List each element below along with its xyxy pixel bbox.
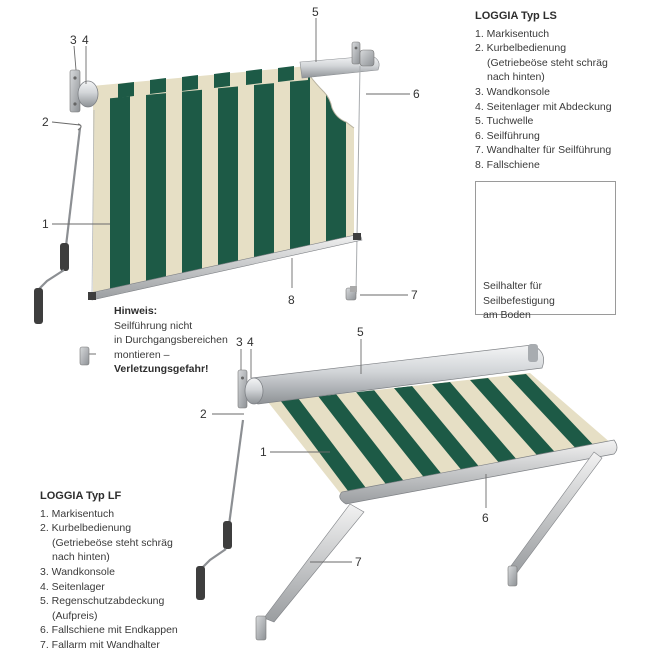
awning-lf-illustration <box>196 344 618 641</box>
ls-marker-7: 7 <box>411 288 418 302</box>
ls-number-markers: 5 3 4 2 1 6 8 7 <box>42 5 420 307</box>
safety-note-line: montieren – <box>114 348 170 361</box>
ls-legend-item: 5. Tuchwelle <box>475 115 534 128</box>
ls-crank-handle-icon <box>34 123 82 324</box>
lf-legend: LOGGIA Typ LF 1. Markisentuch 2. Kurbelb… <box>40 489 178 653</box>
leader-lines <box>51 18 487 563</box>
safety-note-line: in Durchgangsbereichen <box>114 334 228 347</box>
lf-legend-item: (Getriebeöse steht schräg <box>52 536 173 549</box>
awning-ls-illustration <box>34 41 380 366</box>
lf-legend-item: 1. Markisentuch <box>40 507 115 520</box>
lf-marker-3: 3 <box>236 335 243 349</box>
lf-legend-item: 7. Fallarm mit Wandhalter <box>40 638 160 651</box>
lf-marker-4: 4 <box>247 335 254 349</box>
lf-fall-arm-icon <box>255 451 603 641</box>
ls-legend-item: 1. Markisentuch <box>475 27 550 40</box>
lf-drop-rail <box>339 439 618 505</box>
ls-legend: LOGGIA Typ LS 1. Markisentuch 2. Kurbelb… <box>475 9 612 173</box>
ls-legend-item: 8. Fallschiene <box>475 158 540 171</box>
rope-holder-callout: Seilhalter für Seilbefestigung am Boden <box>475 181 616 321</box>
ls-marker-1: 1 <box>42 217 49 231</box>
ls-marker-4: 4 <box>82 33 89 47</box>
lf-legend-item: (Aufpreis) <box>52 609 98 622</box>
lf-legend-item: nach hinten) <box>52 551 110 564</box>
ls-legend-item: 2. Kurbelbedienung <box>475 42 567 55</box>
ls-wall-holder-icon <box>345 286 357 301</box>
ls-legend-item: 6. Seilführung <box>475 129 540 142</box>
safety-note-warning: Verletzungsgefahr! <box>114 363 209 376</box>
lf-number-markers: 5 3 4 2 1 6 7 <box>200 325 489 569</box>
ls-marker-8: 8 <box>288 293 295 307</box>
ls-legend-item: (Getriebeöse steht schräg <box>487 56 608 69</box>
callout-caption-line: am Boden <box>483 309 531 322</box>
ls-marker-5: 5 <box>312 5 319 19</box>
callout-caption: Seilhalter für Seilbefestigung am Boden <box>483 279 615 323</box>
lf-marker-7: 7 <box>355 555 362 569</box>
ls-legend-item: 3. Wandkonsole <box>475 85 550 98</box>
ls-marker-2: 2 <box>42 115 49 129</box>
lf-crank-handle-icon <box>196 419 245 600</box>
ls-marker-6: 6 <box>413 87 420 101</box>
ls-legend-item: 4. Seitenlager mit Abdeckung <box>475 100 612 113</box>
lf-marker-5: 5 <box>357 325 364 339</box>
lf-legend-item: 2. Kurbelbedienung <box>40 522 132 535</box>
lf-marker-1: 1 <box>260 445 267 459</box>
ls-side-bearing-icon <box>77 80 99 108</box>
ls-legend-title: LOGGIA Typ LS <box>475 10 557 22</box>
lf-legend-item: 5. Regenschutzabdeckung <box>40 595 165 608</box>
ls-marker-3: 3 <box>70 33 77 47</box>
lf-side-bearing-icon <box>244 377 264 405</box>
ls-legend-item: nach hinten) <box>487 71 545 84</box>
lf-legend-item: 6. Fallschiene mit Endkappen <box>40 624 178 637</box>
ls-rope-guide <box>355 65 361 295</box>
lf-marker-6: 6 <box>482 511 489 525</box>
lf-legend-item: 3. Wandkonsole <box>40 565 115 578</box>
ls-fabric-stripes <box>93 76 354 296</box>
lf-legend-title: LOGGIA Typ LF <box>40 490 122 502</box>
ls-legend-item: 7. Wandhalter für Seilführung <box>475 144 612 157</box>
safety-note: Hinweis: Seilführung nicht in Durchgangs… <box>114 304 228 377</box>
lf-legend-item: 4. Seitenlager <box>40 580 105 593</box>
callout-caption-line: Seilhalter für Seilbefestigung <box>483 280 555 307</box>
safety-note-line: Seilführung nicht <box>114 319 193 332</box>
ls-wall-holder-left-icon <box>79 346 96 366</box>
lf-wall-console-icon <box>237 369 248 409</box>
safety-note-heading: Hinweis: <box>114 305 158 317</box>
lf-marker-2: 2 <box>200 407 207 421</box>
ls-roll-stripes <box>118 66 294 98</box>
ls-right-bracket-icon <box>351 41 375 67</box>
